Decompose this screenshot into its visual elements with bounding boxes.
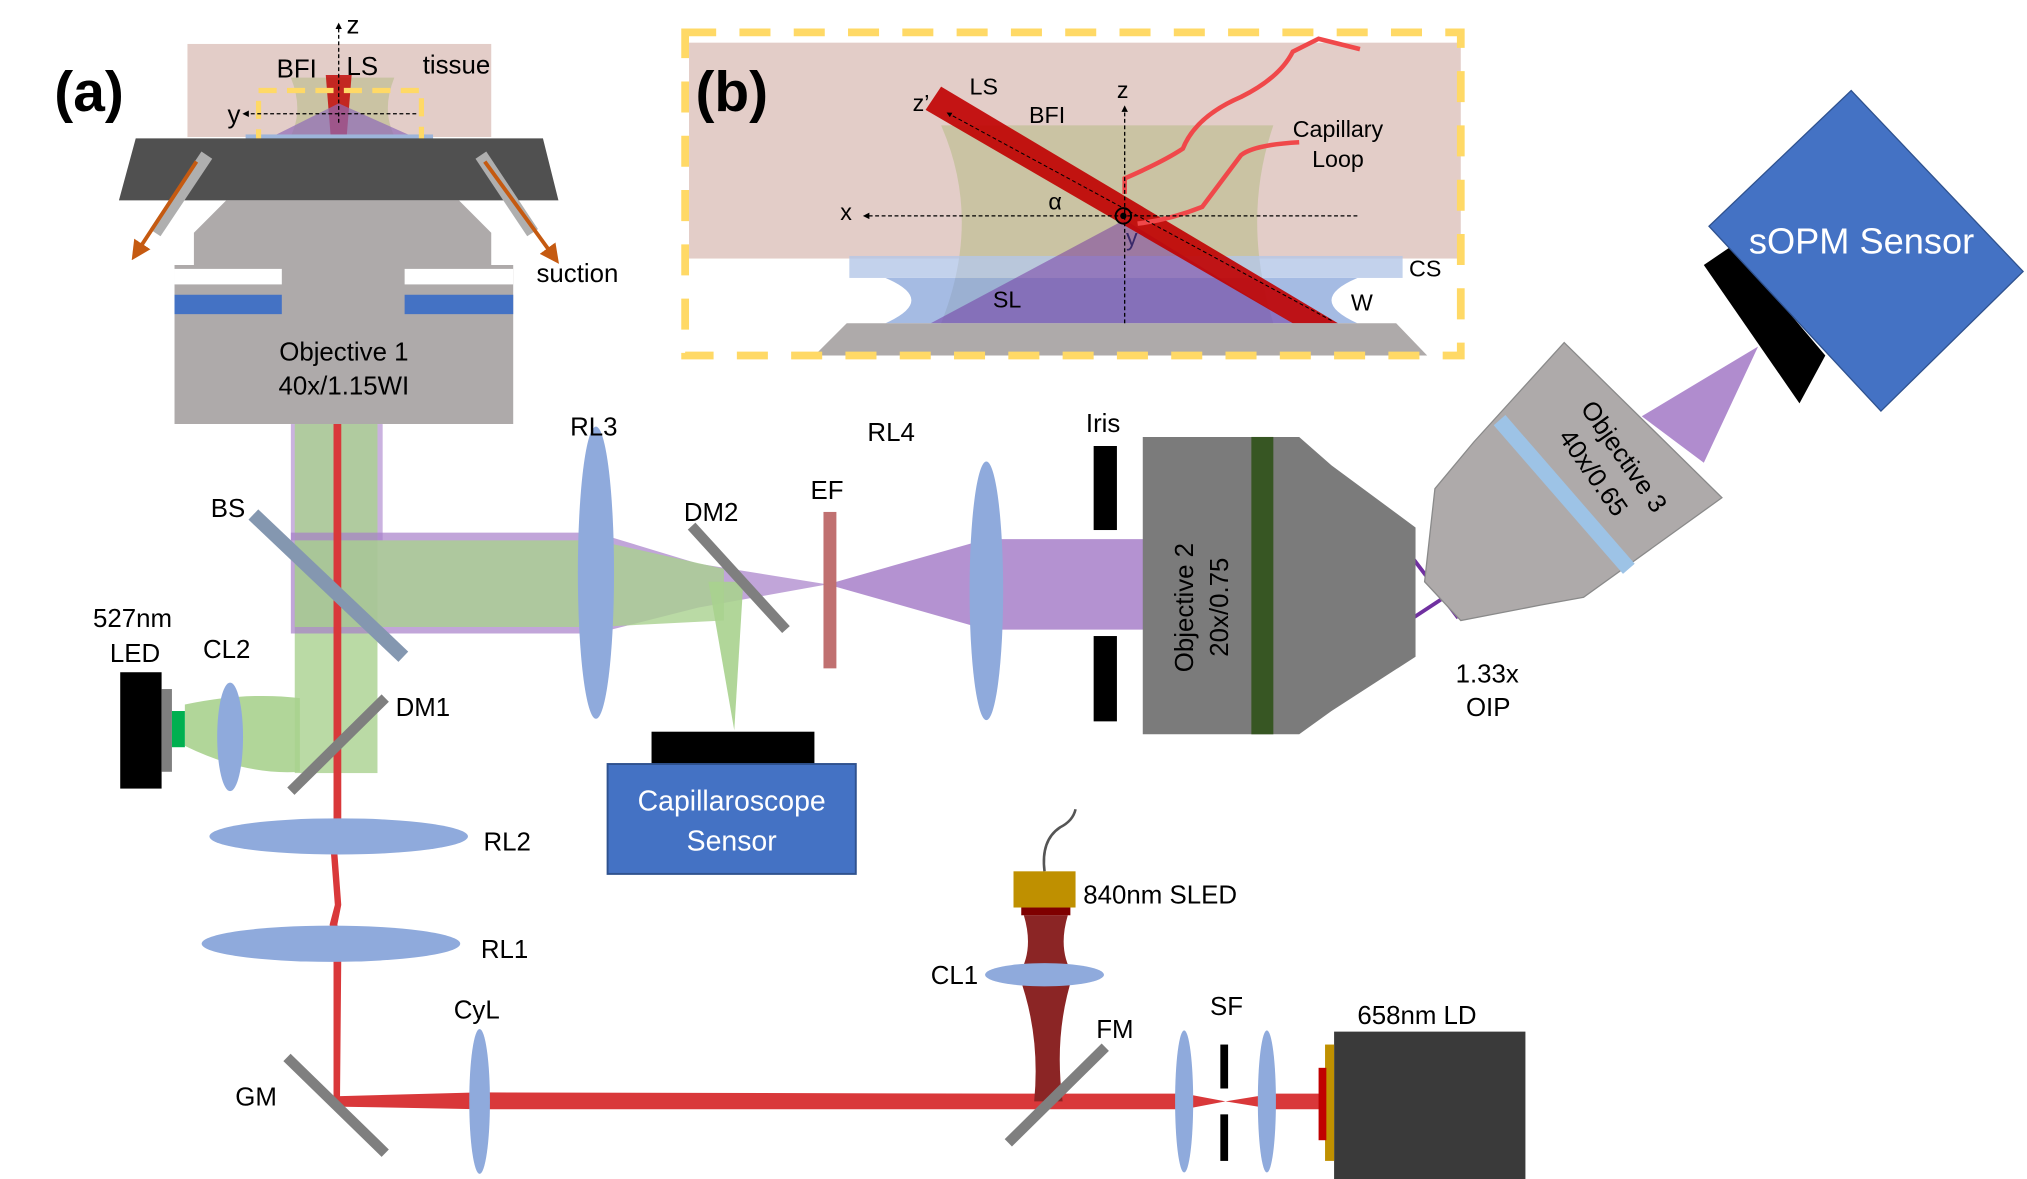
- lens-cl2: [217, 682, 244, 792]
- b-capillary-label-1: Capillary: [1293, 116, 1384, 142]
- ld-label: 658nm LD: [1357, 1002, 1476, 1030]
- bs-label: BS: [211, 495, 245, 523]
- gray-base: [814, 323, 1428, 356]
- ls-label: LS: [346, 53, 378, 81]
- dm2-label: DM2: [684, 499, 739, 527]
- sled-beam: [1018, 915, 1073, 1102]
- suction-arrow-right: [483, 160, 559, 264]
- light-sheet-ls: [925, 86, 1338, 324]
- sled-label: 840nm SLED: [1083, 882, 1237, 910]
- capillaroscope-line2: Sensor: [687, 826, 777, 858]
- iris-label: Iris: [1086, 410, 1120, 438]
- capillary-loop-1: [1122, 36, 1361, 194]
- highlight-box: [681, 28, 1465, 360]
- objective-3: Objective 3 40x/0.65: [1423, 341, 1723, 622]
- suction-holder: [118, 138, 559, 201]
- ef-label: EF: [811, 477, 844, 505]
- b-sl-label: SL: [993, 287, 1022, 313]
- beam-splitter-bs: [248, 509, 409, 662]
- lens-rl2: [209, 818, 468, 855]
- b-ls-label: LS: [970, 73, 998, 99]
- capillary-loop-2: [1137, 139, 1300, 226]
- lens-cyl: [469, 1029, 490, 1174]
- dichroic-dm2: [687, 522, 790, 634]
- lens-rl1: [201, 925, 461, 962]
- galvo-mirror-gm: [283, 1053, 389, 1157]
- flip-mirror-fm: [1004, 1043, 1109, 1147]
- sample-stage: z y BFI LS tissue suction: [118, 12, 618, 288]
- lens-sf-2: [1257, 1030, 1276, 1173]
- axis-z-label: z: [346, 12, 359, 40]
- rl4-label: RL4: [867, 419, 914, 447]
- lens-cl1: [985, 963, 1104, 987]
- lenses: [201, 426, 1276, 1174]
- capillaroscope-line1: Capillaroscope: [638, 786, 826, 818]
- purple-cone-small: [271, 103, 414, 138]
- iris-bottom: [1093, 636, 1117, 722]
- iris-top: [1093, 446, 1117, 531]
- sled-840nm: [1013, 808, 1077, 916]
- led-label-2: LED: [110, 640, 160, 668]
- fm-label: FM: [1096, 1016, 1133, 1044]
- rl3-label: RL3: [570, 414, 617, 442]
- objective-2-spec: 20x/0.75: [1206, 558, 1234, 657]
- objective-1: Objective 1 40x/1.15WI: [174, 200, 514, 425]
- lens-rl4: [969, 461, 1004, 721]
- sopm-label: sOPM Sensor: [1749, 220, 1974, 261]
- b-capillary-label-2: Loop: [1312, 146, 1364, 172]
- suction-arrow-left: [131, 160, 199, 261]
- b-y-label: y: [1126, 225, 1138, 251]
- red-beam-horizontal: [336, 1092, 1326, 1110]
- rl1-label: RL1: [481, 936, 528, 964]
- oip-label-2: OIP: [1466, 694, 1511, 722]
- gm-label: GM: [235, 1083, 277, 1111]
- b-x-label: x: [840, 199, 852, 225]
- pinhole-top: [1220, 1044, 1229, 1089]
- component-labels: BS 527nm LED CL2 DM1 RL2 RL1 GM CyL RL3 …: [93, 410, 1519, 1112]
- panel-b-inset: (b) LS z’ BFI z x y α Capillary Loop CS …: [681, 28, 1465, 360]
- led-label-1: 527nm: [93, 605, 172, 633]
- axis-y-label: y: [228, 101, 241, 129]
- b-w-label: W: [1351, 289, 1373, 315]
- pinhole-bottom: [1220, 1114, 1229, 1161]
- sheet-light-sl: [930, 219, 1293, 324]
- dm1-label: DM1: [396, 694, 451, 722]
- lens-rl3: [577, 426, 615, 719]
- objective-1-spec: 40x/1.15WI: [278, 372, 409, 400]
- suction-label: suction: [536, 260, 618, 288]
- tissue-label: tissue: [423, 52, 491, 80]
- y-axis-out-of-plane-icon: [1114, 207, 1133, 225]
- b-alpha-label: α: [1048, 188, 1061, 214]
- oip-label-1: 1.33x: [1456, 661, 1519, 689]
- objective-2-name: Objective 2: [1171, 543, 1199, 672]
- b-bfi-label: BFI: [1029, 102, 1065, 128]
- rl2-label: RL2: [483, 829, 530, 857]
- dichroic-dm1: [287, 694, 389, 795]
- laser-diode-658nm: [1318, 1031, 1526, 1179]
- objective-1-name: Objective 1: [279, 339, 408, 367]
- capillaroscope-sensor: Capillaroscope Sensor: [606, 731, 857, 875]
- b-zprime-label: z’: [913, 90, 930, 116]
- sopm-sensor: sOPM Sensor: [1703, 89, 2025, 413]
- sf-label: SF: [1210, 993, 1243, 1021]
- emission-filter-ef: [823, 511, 837, 669]
- b-cs-label: CS: [1409, 256, 1441, 282]
- led-527nm: [120, 672, 185, 789]
- panel-b-label: (b): [695, 61, 768, 124]
- panel-a-label: (a): [54, 61, 124, 124]
- cl1-label: CL1: [931, 962, 978, 990]
- objective-2: Objective 2 20x/0.75: [1142, 436, 1416, 735]
- cyl-label: CyL: [454, 997, 500, 1025]
- lens-sf-1: [1175, 1030, 1194, 1173]
- bfi-label: BFI: [277, 56, 317, 84]
- b-z-label: z: [1117, 77, 1129, 103]
- cl2-label: CL2: [203, 636, 250, 664]
